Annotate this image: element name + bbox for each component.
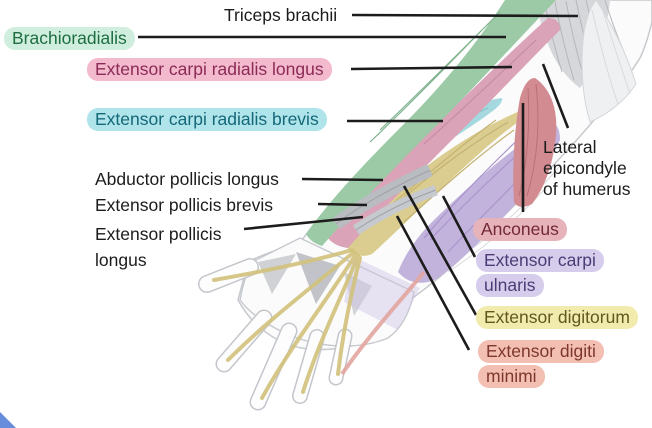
leader-digiti-minimi (395, 215, 471, 351)
label-extensor-pollicis-longus: Extensor pollicis longus (95, 224, 222, 270)
triceps-tendon (581, 0, 637, 123)
leader-digitorum (402, 185, 478, 316)
anconeus-striations (518, 83, 539, 197)
muscle-brachioradialis (306, 0, 556, 246)
leader-epb (317, 202, 368, 207)
label-triceps-brachii: Triceps brachii (224, 5, 338, 25)
leader-epl (243, 215, 364, 231)
label-extensor-carpi-ulnaris: Extensor carpi ulnaris (476, 249, 604, 299)
leader-ecu (441, 195, 477, 258)
label-extensor-pollicis-brevis: Extensor pollicis brevis (95, 195, 273, 215)
leader-ecrl (350, 65, 513, 71)
pink-striation (423, 39, 537, 145)
label-anconeus: Anconeus (473, 218, 567, 243)
corner-mark (0, 412, 16, 428)
green-striations (369, 11, 501, 143)
hand-shading (258, 252, 420, 330)
label-brachioradialis: Brachioradialis (4, 27, 135, 52)
leader-triceps (351, 13, 579, 18)
leader-apl (301, 177, 384, 182)
label-lateral-epicondyle: Lateral epicondyle of humerus (543, 137, 631, 199)
leader-lateral-epicondyle (541, 63, 570, 129)
tendon-digiti-minimi (340, 270, 426, 376)
label-abductor-pollicis-longus: Abductor pollicis longus (95, 169, 279, 189)
tendon-fan (212, 248, 362, 400)
leader-lines (138, 13, 579, 351)
label-extensor-carpi-radialis-longus: Extensor carpi radialis longus (87, 58, 332, 83)
label-extensor-digiti-minimi: Extensor digiti minimi (478, 340, 604, 390)
muscle-yellow-tendon-bundle (346, 110, 526, 256)
label-extensor-digitorum: Extensor digitorum (476, 306, 638, 331)
label-extensor-carpi-radialis-brevis: Extensor carpi radialis brevis (87, 108, 327, 133)
